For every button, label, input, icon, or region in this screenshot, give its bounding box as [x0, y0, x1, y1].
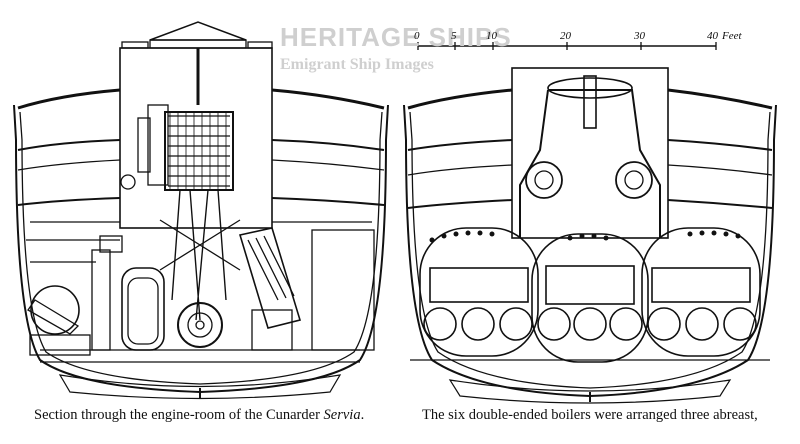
scale-unit: Feet [722, 30, 742, 42]
engine-frame [171, 189, 227, 321]
boiler-keel [448, 379, 732, 404]
scale-tick-20: 20 [560, 30, 571, 42]
funnel-top [547, 77, 633, 99]
engine-crank [177, 302, 223, 348]
caption-ship-name: Servia [323, 407, 361, 423]
steam-dome-right [615, 161, 653, 199]
boiler-left [419, 227, 539, 357]
caption-engine-end: . [360, 407, 365, 423]
boiler-uptake [519, 89, 661, 238]
engine-cylinders [120, 104, 234, 191]
boiler-right [641, 227, 761, 357]
boiler-casing [511, 67, 669, 239]
engine-hull-outline [13, 104, 389, 394]
boiler-centre [531, 233, 649, 363]
scale-tick-0: 0 [414, 30, 420, 42]
boiler-hull-outline [403, 104, 777, 398]
boiler-room-section [403, 67, 777, 404]
engine-casing [119, 47, 273, 229]
engine-air-pump [238, 227, 302, 329]
scale-tick-30: 30 [634, 30, 645, 42]
caption-engine-text: Section through the engine-room of the C… [34, 407, 324, 423]
engine-room-section [13, 21, 389, 400]
scale-tick-10: 10 [486, 30, 497, 42]
steam-dome-left [525, 161, 563, 199]
engine-keel [58, 374, 342, 400]
scale-tick-40: 40 [707, 30, 718, 42]
caption-boilers: The six double-ended boilers were arrang… [422, 407, 758, 423]
engine-deck-upper [17, 88, 121, 110]
scale-bar [417, 42, 717, 50]
caption-engine-room: Section through the engine-room of the C… [34, 407, 364, 424]
engine-skylight [149, 21, 247, 41]
scale-tick-5: 5 [451, 30, 457, 42]
